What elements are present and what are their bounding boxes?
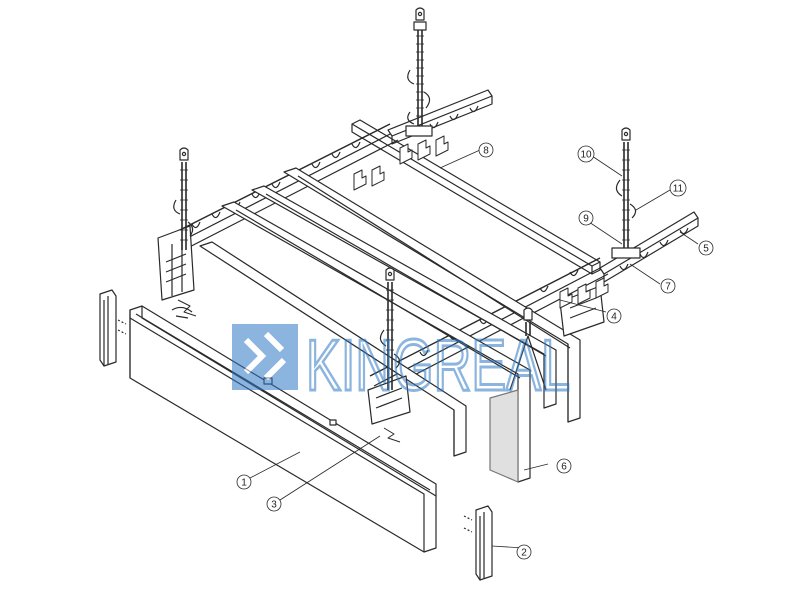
svg-text:9: 9 bbox=[583, 214, 589, 225]
back-cross-carrier bbox=[599, 211, 699, 283]
end-cap-left bbox=[99, 289, 127, 367]
callout-4: 4 bbox=[606, 308, 622, 324]
callout-3: 3 bbox=[266, 496, 282, 512]
hanger-rods bbox=[173, 7, 641, 391]
callout-1: 1 bbox=[236, 474, 252, 490]
svg-text:6: 6 bbox=[561, 462, 567, 473]
callout-5: 5 bbox=[698, 240, 714, 256]
svg-text:1: 1 bbox=[241, 478, 247, 489]
svg-text:3: 3 bbox=[271, 500, 277, 511]
leader-lines bbox=[249, 149, 699, 549]
callout-2: 2 bbox=[516, 544, 532, 560]
front-baffle-panel bbox=[129, 305, 437, 553]
callout-11: 11 bbox=[669, 179, 687, 197]
svg-text:11: 11 bbox=[673, 184, 684, 195]
svg-text:5: 5 bbox=[703, 244, 709, 255]
svg-text:2: 2 bbox=[521, 548, 527, 559]
svg-text:10: 10 bbox=[580, 150, 592, 161]
svg-text:8: 8 bbox=[483, 146, 489, 157]
watermark-text: KINGREAL bbox=[306, 326, 570, 406]
top-cross-carrier bbox=[387, 89, 493, 145]
callout-8: 8 bbox=[478, 142, 494, 158]
callouts: 1 2 3 4 5 6 7 8 bbox=[236, 142, 714, 560]
callout-9: 9 bbox=[578, 210, 594, 226]
main-carrier-rail bbox=[351, 119, 601, 275]
slotted-clips bbox=[353, 135, 609, 309]
callout-10: 10 bbox=[577, 145, 595, 163]
svg-text:7: 7 bbox=[665, 282, 671, 293]
callout-7: 7 bbox=[660, 278, 676, 294]
svg-text:4: 4 bbox=[611, 312, 617, 323]
end-cap-right bbox=[463, 505, 493, 581]
kingreal-watermark: KINGREAL bbox=[232, 324, 572, 408]
callout-6: 6 bbox=[556, 458, 572, 474]
